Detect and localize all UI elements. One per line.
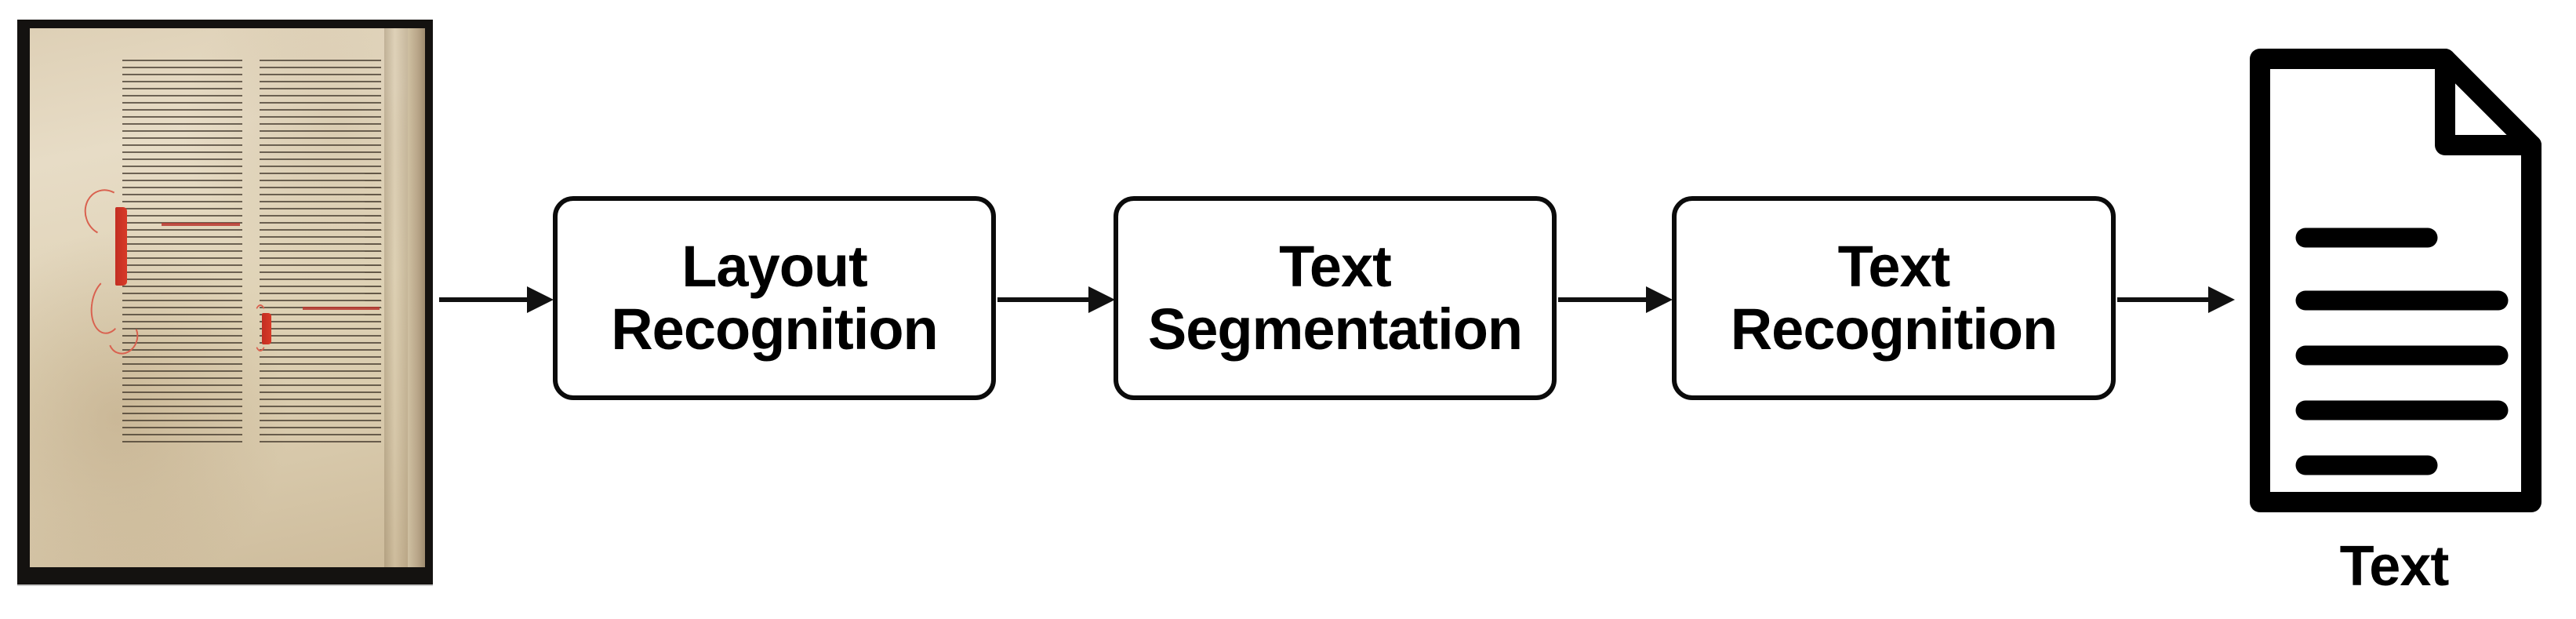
- arrow-head-icon: [2208, 286, 2235, 313]
- manuscript-parchment: [30, 28, 425, 567]
- stage-text-segmentation-label: Text Segmentation: [1147, 234, 1523, 362]
- manuscript-spine: [408, 28, 425, 567]
- arrow-head-icon: [1088, 286, 1115, 313]
- manuscript-rubric-line-1: [162, 223, 240, 226]
- arrow-layout-recognition-to-text-segmentation: [997, 286, 1115, 313]
- text-output-caption: Text: [2339, 535, 2450, 598]
- stage-layout-recognition[interactable]: Layout Recognition: [553, 196, 996, 400]
- arrow-shaft: [439, 297, 527, 302]
- manuscript-decorated-initial-1: [115, 207, 127, 286]
- manuscript-rubric-line-2: [303, 307, 380, 310]
- document-icon: [2250, 49, 2541, 512]
- arrow-input-to-layout-recognition: [439, 286, 554, 313]
- stage-text-segmentation[interactable]: Text Segmentation: [1114, 196, 1557, 400]
- manuscript-flourish-4: [253, 304, 268, 351]
- stage-layout-recognition-label: Layout Recognition: [611, 234, 939, 362]
- manuscript-gutter: [384, 28, 408, 567]
- arrow-shaft: [1558, 297, 1646, 302]
- manuscript-page-image: [17, 20, 433, 584]
- arrow-shaft: [997, 297, 1088, 302]
- manuscript-text-column-right: [260, 60, 381, 446]
- stage-text-recognition-label: Text Recognition: [1730, 234, 2058, 362]
- arrow-text-recognition-to-text-output: [2117, 286, 2235, 313]
- text-output-node: Text: [2233, 35, 2555, 619]
- arrow-text-segmentation-to-text-recognition: [1558, 286, 1673, 313]
- manuscript-marginal-notes: [365, 173, 382, 319]
- manuscript-text-column-left: [122, 60, 242, 446]
- arrow-shaft: [2117, 297, 2208, 302]
- stage-text-recognition[interactable]: Text Recognition: [1672, 196, 2116, 400]
- arrow-head-icon: [527, 286, 554, 313]
- arrow-head-icon: [1646, 286, 1673, 313]
